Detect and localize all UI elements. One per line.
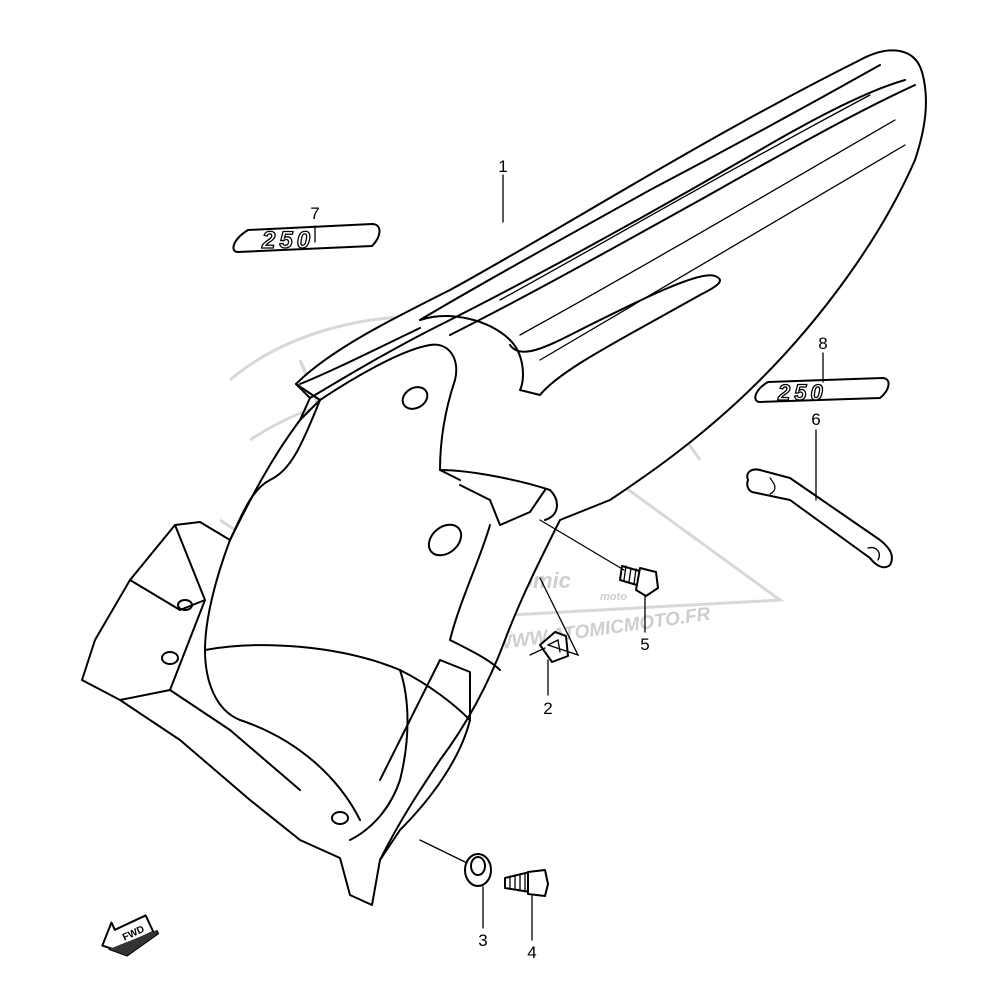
decal-right-text: 250 bbox=[777, 380, 827, 405]
part-3-nut bbox=[464, 853, 492, 887]
callout-2: 2 bbox=[543, 699, 552, 718]
callout-3: 3 bbox=[478, 931, 487, 950]
part-4-bolt bbox=[504, 869, 549, 897]
part-8-decal: 250 bbox=[754, 377, 890, 406]
fwd-arrow-icon: FWD bbox=[101, 914, 160, 957]
watermark-logo-subtext: moto bbox=[600, 591, 627, 603]
callout-labels: 1 2 3 4 5 6 7 8 bbox=[310, 157, 827, 962]
callout-6: 6 bbox=[811, 410, 820, 429]
callout-5: 5 bbox=[640, 635, 649, 654]
callout-4: 4 bbox=[527, 943, 536, 962]
decal-left-text: 250 bbox=[261, 227, 314, 254]
part-5-bolt bbox=[619, 565, 659, 597]
callout-1: 1 bbox=[498, 157, 507, 176]
rear-fender bbox=[81, 49, 927, 906]
watermark-url: WWW.ATOMICMOTO.FR bbox=[493, 604, 712, 655]
callout-7: 7 bbox=[310, 204, 319, 223]
callout-8: 8 bbox=[818, 334, 827, 353]
leader-lines bbox=[314, 174, 824, 941]
part-6-strap bbox=[746, 468, 893, 569]
part-7-decal: 250 bbox=[232, 223, 381, 255]
